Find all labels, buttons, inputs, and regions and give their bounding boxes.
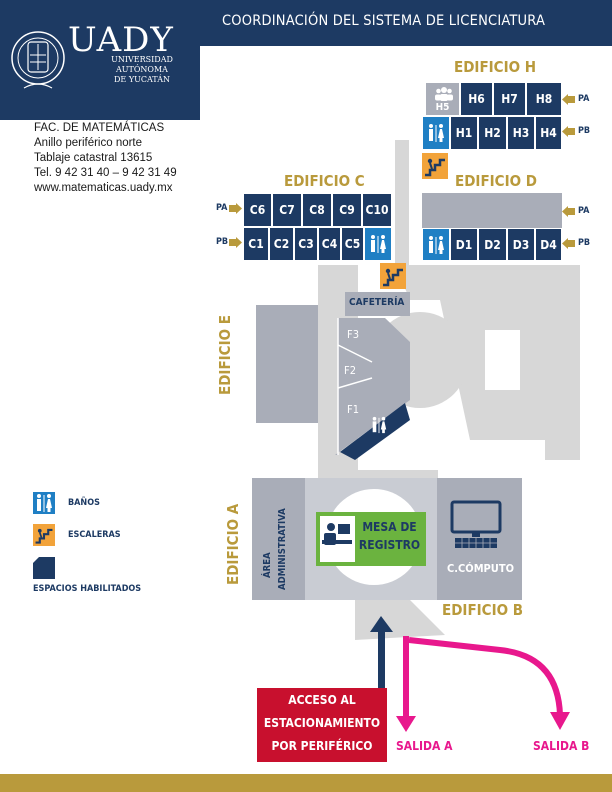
brand-sub-3: DE YUCATÁN — [114, 75, 170, 84]
info-phone: Tel. 9 42 31 40 – 9 42 31 49 — [34, 167, 177, 179]
room-c3[interactable]: C3 — [294, 227, 318, 261]
label-f1: F1 — [347, 403, 359, 416]
acceso-arrow-icon — [370, 616, 393, 688]
room-c6[interactable]: C6 — [243, 193, 272, 227]
room-h7[interactable]: H7 — [493, 82, 526, 116]
label-edificio-c: EDIFICIO C — [284, 172, 365, 190]
room-h6[interactable]: H6 — [460, 82, 493, 116]
mesa-registro-fill — [355, 516, 422, 562]
label-cafeteria: CAFETERÍA — [349, 297, 405, 308]
room-d1[interactable]: D1 — [450, 228, 478, 261]
brand-name: UADY — [68, 20, 174, 60]
label-edificio-b: EDIFICIO B — [442, 601, 524, 619]
header-background — [0, 0, 612, 120]
room-c10[interactable]: C10 — [362, 193, 392, 227]
uady-seal-icon — [11, 31, 65, 89]
computer-icon — [450, 500, 502, 548]
room-d3[interactable]: D3 — [507, 228, 535, 261]
label-administrativa: ADMINISTRATIVA — [277, 508, 288, 590]
people-icon — [435, 87, 453, 101]
room-h5[interactable]: H5 — [425, 82, 460, 116]
tag-pa-h: PA — [578, 94, 590, 104]
label-edificio-a: EDIFICIO A — [224, 503, 242, 585]
restroom-icon — [372, 416, 387, 434]
brand-sub-1: UNIVERSIDAD — [111, 55, 173, 64]
tag-pb-h: PB — [578, 126, 591, 136]
tag-pb-d: PB — [578, 238, 591, 248]
restroom-icon — [429, 235, 444, 254]
stairs-icon — [383, 268, 403, 287]
label-f3: F3 — [347, 328, 359, 341]
page-title: COORDINACIÓN DEL SISTEMA DE LICENCIATURA — [222, 13, 546, 29]
f-dividers — [337, 318, 373, 455]
label-edificio-d: EDIFICIO D — [455, 172, 537, 190]
legend-banos-label: BAÑOS — [68, 498, 100, 508]
acceso-line-2: ESTACIONAMIENTO — [263, 716, 381, 730]
label-computo: C.CÓMPUTO — [447, 562, 514, 575]
info-tablaje: Tablaje catastral 13615 — [34, 152, 153, 164]
stairs-icon — [35, 528, 53, 544]
restroom-icon — [371, 235, 386, 253]
label-edificio-h: EDIFICIO H — [454, 58, 537, 76]
info-faculty: FAC. DE MATEMÁTICAS — [34, 122, 165, 134]
restroom-d[interactable] — [422, 228, 450, 261]
info-website[interactable]: www.matematicas.uady.mx — [34, 182, 173, 194]
reception-desk-icon — [322, 523, 352, 545]
room-h4[interactable]: H4 — [535, 116, 562, 150]
restroom-icon — [37, 494, 52, 512]
info-address: Anillo periférico norte — [34, 137, 143, 149]
room-d4[interactable]: D4 — [535, 228, 562, 261]
acceso-box — [257, 688, 387, 762]
label-f2: F2 — [344, 364, 356, 377]
room-c2[interactable]: C2 — [269, 227, 294, 261]
stairs-cafeteria — [380, 263, 406, 289]
restroom-c[interactable] — [364, 227, 392, 261]
room-c1[interactable]: C1 — [243, 227, 269, 261]
brand-sub-2: AUTÓNOMA — [116, 65, 168, 74]
room-c8[interactable]: C8 — [302, 193, 332, 227]
label-registro: REGISTRO — [358, 538, 421, 552]
restroom-h[interactable] — [422, 116, 450, 150]
room-h5-label: H5 — [435, 102, 450, 113]
room-h8[interactable]: H8 — [526, 82, 562, 116]
legend-banos-swatch — [33, 492, 55, 514]
label-salida-a: SALIDA A — [396, 739, 453, 753]
tag-pa-c: PA — [216, 203, 228, 213]
room-h1[interactable]: H1 — [450, 116, 478, 150]
room-c5[interactable]: C5 — [341, 227, 364, 261]
legend-escaleras-label: ESCALERAS — [68, 530, 121, 540]
label-area: ÁREA — [262, 552, 273, 578]
tag-pa-d: PA — [578, 206, 590, 216]
room-h3[interactable]: H3 — [507, 116, 535, 150]
floor-arrows — [229, 94, 575, 249]
legend-escaleras-swatch — [33, 524, 55, 546]
salida-a-arrow-icon — [396, 636, 416, 732]
acceso-line-1: ACCESO AL — [288, 693, 356, 707]
salida-b-arrow-icon — [408, 637, 570, 730]
label-mesa: MESA DE — [362, 520, 417, 534]
room-d2[interactable]: D2 — [478, 228, 507, 261]
footer-strip — [0, 774, 612, 792]
header-bar — [0, 0, 612, 120]
label-edificio-e: EDIFICIO E — [216, 315, 234, 395]
legend-espacios-swatch — [33, 557, 55, 579]
room-c7[interactable]: C7 — [272, 193, 302, 227]
room-c4[interactable]: C4 — [318, 227, 341, 261]
stairs-h — [422, 153, 448, 179]
stairs-icon — [425, 158, 445, 177]
label-salida-b: SALIDA B — [533, 739, 590, 753]
tag-pb-c: PB — [216, 237, 229, 247]
room-c9[interactable]: C9 — [332, 193, 362, 227]
patio-inner — [485, 330, 520, 390]
acceso-line-3: POR PERIFÉRICO — [271, 739, 373, 753]
room-h2[interactable]: H2 — [478, 116, 507, 150]
legend-espacios-label: ESPACIOS HABILITADOS — [33, 584, 142, 594]
restroom-icon — [429, 124, 444, 142]
